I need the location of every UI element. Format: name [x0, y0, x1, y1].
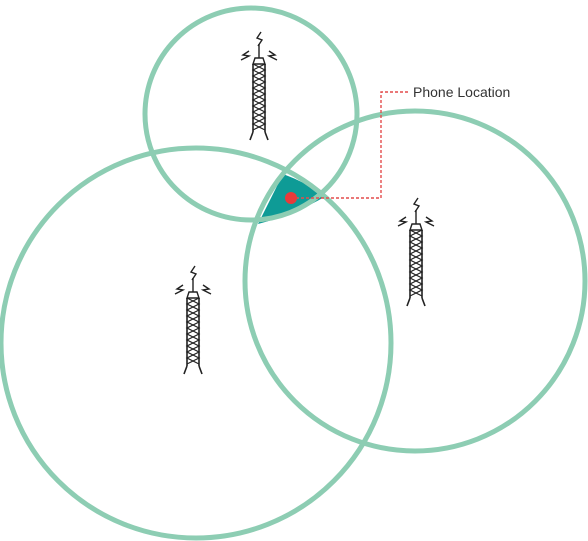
phone-location-label: Phone Location — [413, 84, 510, 100]
coverage-circle-left — [0, 145, 394, 541]
callout-leader-line — [291, 91, 408, 199]
coverage-circle-top — [142, 5, 360, 223]
cell-tower-icon — [397, 197, 435, 307]
cell-tower-icon — [174, 265, 212, 375]
coverage-circle-right — [242, 108, 588, 454]
cell-tower-icon — [240, 31, 278, 141]
phone-location-dot — [285, 192, 297, 204]
